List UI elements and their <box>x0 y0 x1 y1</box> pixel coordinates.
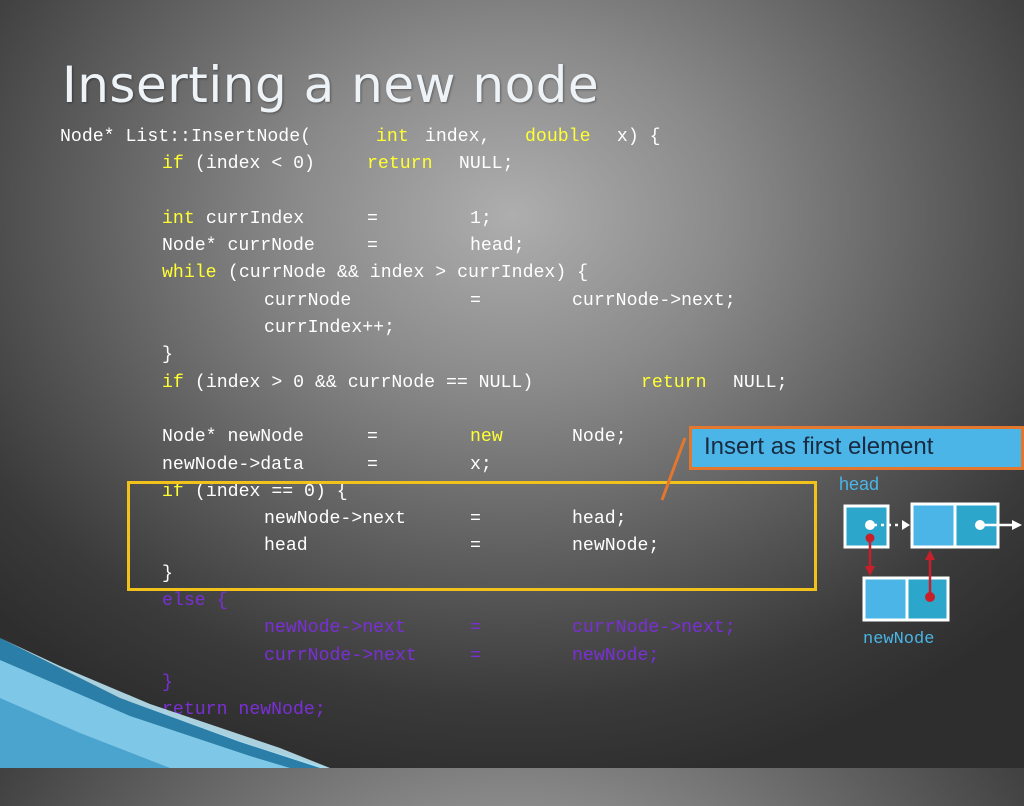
corner-wave-decoration <box>0 638 330 768</box>
code-token: = <box>367 427 378 448</box>
code-token: head <box>264 536 308 557</box>
code-dimmed: else { <box>162 591 228 612</box>
linked-list-diagram <box>660 437 1022 622</box>
code-line-7: currNode = currNode->next; <box>0 288 736 315</box>
code-line-19: newNode->next = currNode->next; <box>0 615 736 642</box>
code-token: NULL; <box>448 154 514 175</box>
code-line-16: head = newNode; <box>0 533 659 560</box>
head-to-new-arrowhead <box>865 566 875 576</box>
slide-title: Inserting a new node <box>62 56 600 114</box>
highlight-box <box>127 481 817 591</box>
code-token: 1; <box>470 208 492 229</box>
code-keyword: return <box>367 154 433 175</box>
code-token: x; <box>470 454 492 475</box>
callout: Insert as first element <box>689 426 1024 470</box>
code-dimmed: = <box>470 618 481 639</box>
code-token: (index == 0) { <box>184 481 348 502</box>
new-next-dot <box>925 592 935 602</box>
code-token: NULL; <box>722 372 788 393</box>
code-token: currIndex++; <box>264 318 395 339</box>
code-line-17: } <box>0 561 173 588</box>
new-node-label: newNode <box>863 630 935 649</box>
code-line-13: newNode->data = x; <box>0 452 492 479</box>
code-line-4: int currIndex = 1; <box>0 206 492 233</box>
code-token: Node* currNode <box>162 236 315 257</box>
code-dimmed: newNode; <box>572 645 660 666</box>
code-line-5: Node* currNode = head; <box>0 233 525 260</box>
code-line-2: if (index < 0) return NULL; <box>0 151 514 178</box>
code-token: currNode->next; <box>572 290 736 311</box>
code-keyword: if <box>162 154 184 175</box>
code-token: Node* newNode <box>162 427 304 448</box>
code-token: currNode <box>264 290 352 311</box>
new-node-data <box>862 576 910 622</box>
code-keyword: while <box>162 263 217 284</box>
code-token: newNode->data <box>162 454 304 475</box>
code-token: Node* List::InsertNode( <box>60 127 312 147</box>
code-line-9: } <box>0 342 173 369</box>
code-keyword: int <box>162 208 195 229</box>
code-token: newNode->next <box>264 509 406 530</box>
code-keyword: new <box>470 427 503 448</box>
code-keyword: if <box>162 481 184 502</box>
code-line-14: if (index == 0) { <box>0 479 348 506</box>
code-token: index, <box>414 127 502 147</box>
head-label: head <box>839 474 880 494</box>
code-token: (index > 0 && currNode == NULL) <box>184 372 545 393</box>
list-node-data <box>910 502 959 549</box>
code-token: = <box>367 208 378 229</box>
code-line-8: currIndex++; <box>0 315 395 342</box>
code-keyword: if <box>162 372 184 393</box>
code-token: (index < 0) <box>184 154 326 175</box>
code-token: = <box>470 290 481 311</box>
code-token: x) { <box>606 127 661 147</box>
code-keyword: int <box>376 127 409 147</box>
code-line-12: Node* newNode = new Node; <box>0 424 627 451</box>
code-line-6: while (currNode && index > currIndex) { <box>0 260 588 287</box>
code-token: newNode; <box>572 536 660 557</box>
code-line-15: newNode->next = head; <box>0 506 627 533</box>
code-token: currIndex <box>195 208 305 229</box>
code-token: head; <box>572 509 627 530</box>
code-token: } <box>162 563 173 584</box>
code-line-21: } <box>0 670 173 697</box>
dotted-arrow-head <box>902 520 910 530</box>
code-block: Node* List::InsertNode( int index, doubl… <box>0 124 788 752</box>
code-token: = <box>367 454 378 475</box>
code-dimmed: } <box>162 672 173 693</box>
code-line-10: if (index > 0 && currNode == NULL) retur… <box>0 370 788 397</box>
code-token: head; <box>470 236 525 257</box>
code-dimmed: currNode->next; <box>572 618 736 639</box>
code-token: Node; <box>572 427 627 448</box>
list-next-arrowhead <box>1012 520 1022 530</box>
head-pointer-dot <box>865 520 875 530</box>
code-token: } <box>162 345 173 366</box>
code-token: = <box>470 509 481 530</box>
callout-connector <box>660 437 687 501</box>
code-line-1: Node* List::InsertNode( int index, doubl… <box>0 124 661 151</box>
code-dimmed: = <box>470 645 481 666</box>
list-next-dot <box>975 520 985 530</box>
head-to-new-dot <box>865 533 875 543</box>
code-keyword: return <box>641 372 707 393</box>
code-token: = <box>367 236 378 257</box>
code-token: = <box>470 536 481 557</box>
new-to-list-arrowhead <box>925 550 935 560</box>
code-line-18: else { <box>0 588 228 615</box>
code-dimmed: newNode->next <box>264 618 406 639</box>
code-dimmed: currNode->next <box>264 645 417 666</box>
code-keyword: double <box>525 127 591 147</box>
code-line-20: currNode->next = newNode; <box>0 643 659 670</box>
code-token: (currNode && index > currIndex) { <box>217 263 589 284</box>
